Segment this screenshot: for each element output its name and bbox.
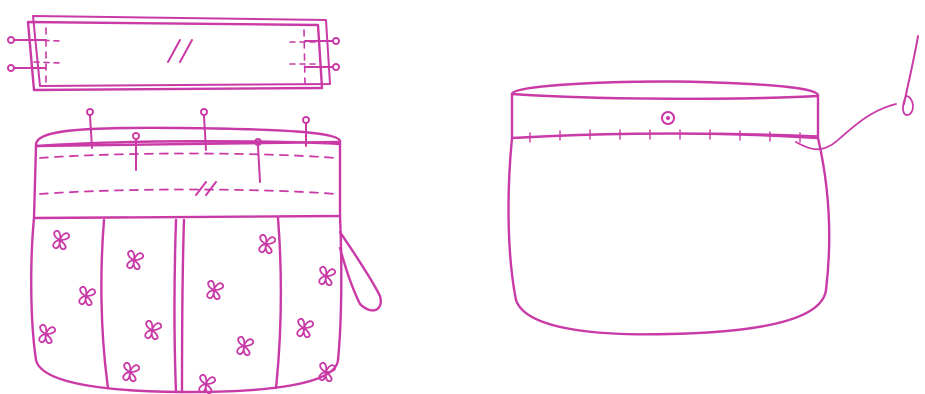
pinned-pouch	[31, 128, 381, 392]
waistband-strip	[28, 16, 330, 90]
floral-print	[39, 231, 335, 393]
snap-button-icon	[662, 112, 674, 124]
